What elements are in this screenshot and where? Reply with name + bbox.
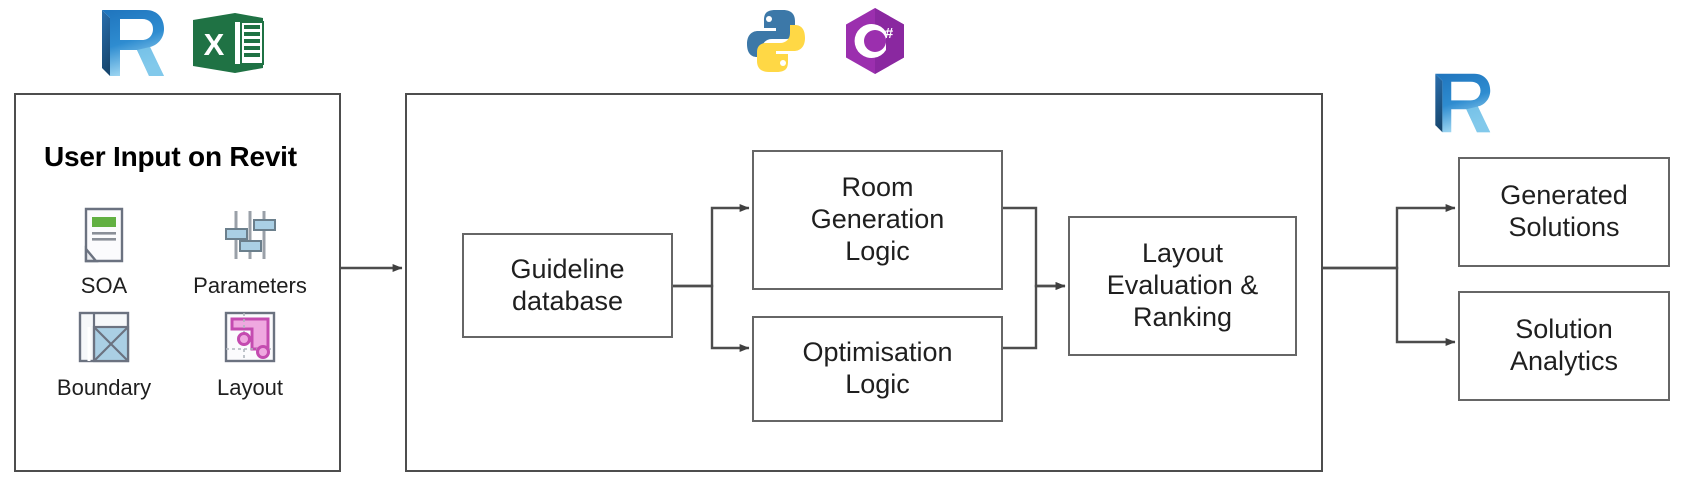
box-room-generation-logic[interactable]: Room Generation Logic <box>752 150 1003 290</box>
connector-processing-to-analytics <box>1323 266 1456 346</box>
user-input-panel <box>14 93 341 472</box>
input-item-label: Parameters <box>193 273 307 298</box>
input-item-parameters[interactable]: Parameters <box>190 203 310 299</box>
input-item-label: Layout <box>216 375 284 400</box>
input-item-label: Boundary <box>56 375 152 400</box>
boundary-plan-icon <box>72 305 136 369</box>
sliders-parameters-icon <box>218 203 282 267</box>
input-item-boundary[interactable]: Boundary <box>44 305 164 401</box>
box-guideline-database[interactable]: Guideline database <box>462 233 673 338</box>
connector-processing-to-generated <box>1323 204 1456 270</box>
input-item-soa[interactable]: SOA <box>44 203 164 299</box>
revit-logo <box>96 6 166 80</box>
input-item-label: SOA <box>80 273 128 298</box>
excel-logo: X <box>189 10 267 76</box>
box-optimisation-logic[interactable]: Optimisation Logic <box>752 316 1003 422</box>
box-generated-solutions[interactable]: Generated Solutions <box>1458 157 1670 267</box>
python-logo <box>744 8 808 74</box>
document-soa-icon <box>72 203 136 267</box>
revit-logo <box>1430 70 1492 136</box>
svg-text:#: # <box>885 25 894 42</box>
csharp-logo: # <box>842 6 908 76</box>
page-title: User Input on Revit <box>44 141 297 172</box>
box-layout-evaluation-ranking[interactable]: Layout Evaluation & Ranking <box>1068 216 1297 356</box>
box-solution-analytics[interactable]: Solution Analytics <box>1458 291 1670 401</box>
svg-text:X: X <box>204 27 225 62</box>
layout-plan-icon <box>218 305 282 369</box>
input-item-layout[interactable]: Layout <box>190 305 310 401</box>
